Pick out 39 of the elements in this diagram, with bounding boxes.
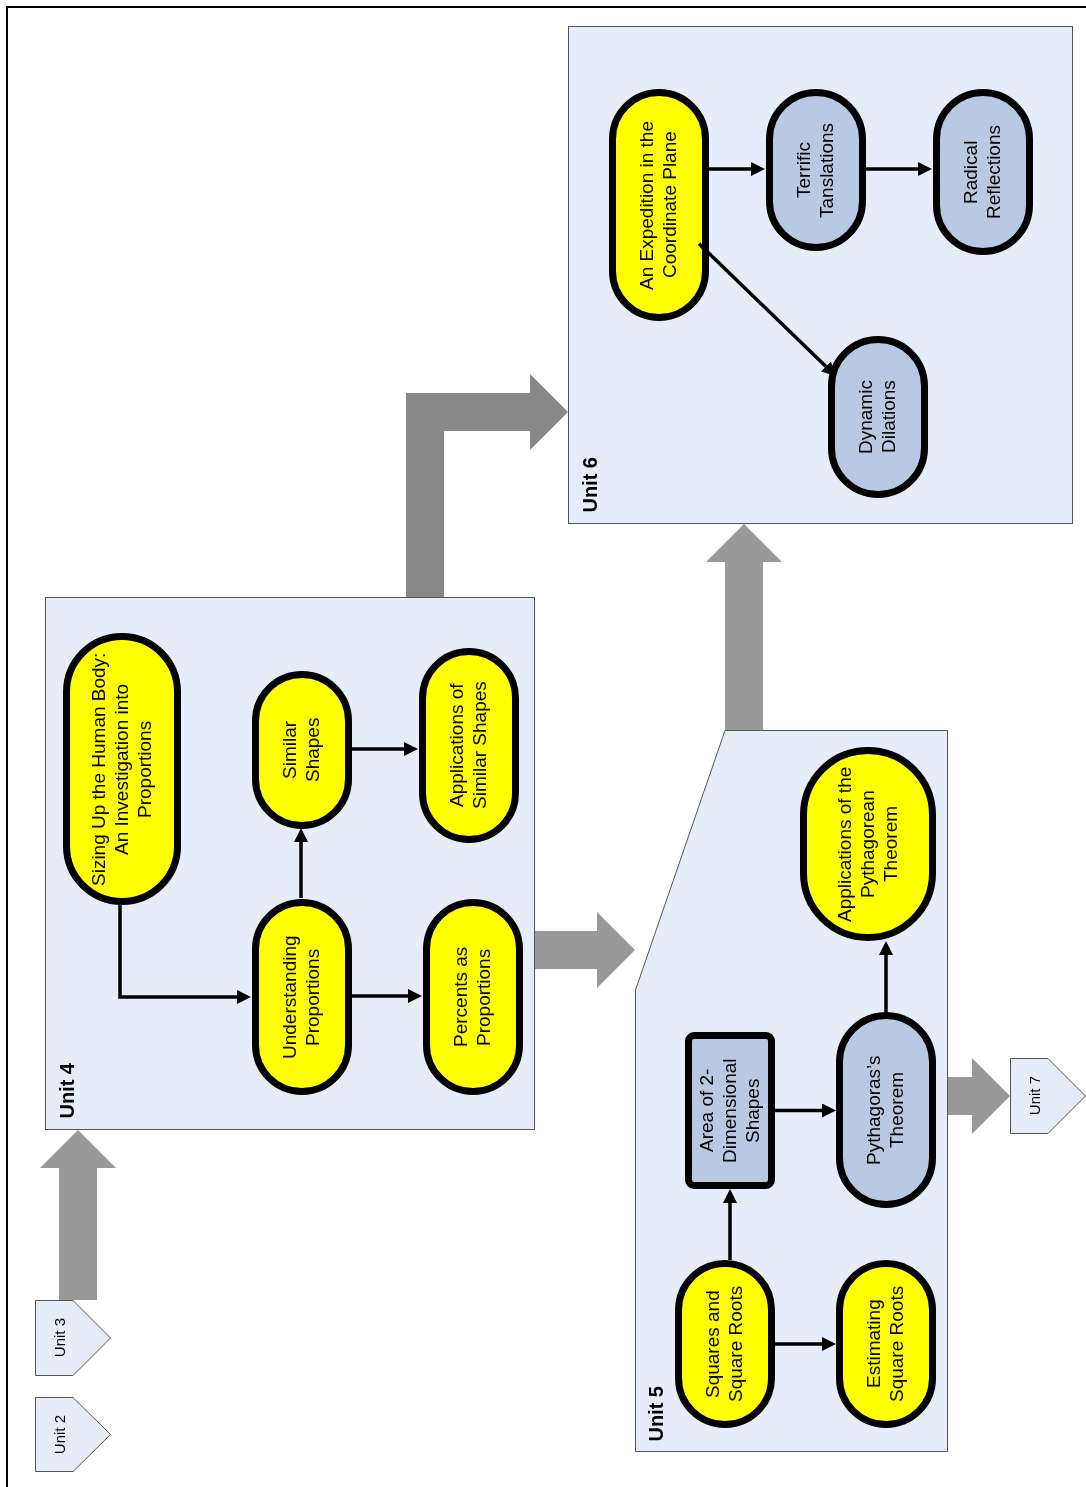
topic-label: Applications of the Pythagorean Theorem: [833, 765, 902, 924]
arrow: [118, 904, 251, 1004]
block-arrow: [706, 524, 782, 730]
arrow: [294, 828, 308, 898]
block-arrow: [40, 1130, 116, 1300]
block-arrow: [406, 374, 568, 597]
topic-label: Understanding Proportions: [279, 934, 324, 1061]
arrow: [865, 162, 932, 176]
arrow: [351, 989, 422, 1003]
topic-label: Estimating Square Roots: [863, 1284, 908, 1405]
topic-label: Terrific Tanslations: [793, 121, 838, 220]
topic-label: Applications of Similar Shapes: [446, 680, 491, 812]
arrow: [879, 941, 893, 1012]
unit-tag-label: Unit 2: [51, 1414, 69, 1455]
panel-title: Unit 6: [579, 457, 602, 513]
topic-label: Squares and Square Roots: [702, 1284, 747, 1405]
unit-panel: [45, 597, 535, 1130]
topic-label: Dynamic Dilations: [855, 379, 900, 456]
topic-label: Sizing Up the Human Body: An Investigation into Proportions: [87, 651, 156, 888]
panel-title: Unit 5: [645, 1386, 668, 1442]
arrow: [697, 242, 836, 377]
block-arrow: [535, 912, 635, 988]
unit-tag-label: Unit 7: [1026, 1076, 1044, 1116]
block-arrow: [948, 1058, 1010, 1134]
arrow: [775, 1337, 836, 1351]
topic-label: Percents as Proportions: [450, 945, 495, 1050]
unit-tag-label: Unit 3: [51, 1318, 69, 1358]
topic-label: Similar Shapes: [279, 716, 324, 785]
topic-box: [685, 1032, 775, 1189]
panel-title: Unit 4: [56, 1063, 79, 1119]
arrow: [351, 742, 418, 756]
topic-label: An Expedition in the Coordinate Plane: [636, 119, 681, 292]
arrow: [723, 1189, 737, 1260]
topic-label: Radical Reflections: [960, 124, 1005, 221]
topic-label: Area of 2-Dimensional Shapes: [695, 1057, 764, 1165]
arrow: [775, 1103, 836, 1118]
topic-label: Pythagoras’s Theorem: [863, 1054, 908, 1167]
unit-panel: [568, 26, 1073, 524]
arrow: [708, 162, 765, 176]
